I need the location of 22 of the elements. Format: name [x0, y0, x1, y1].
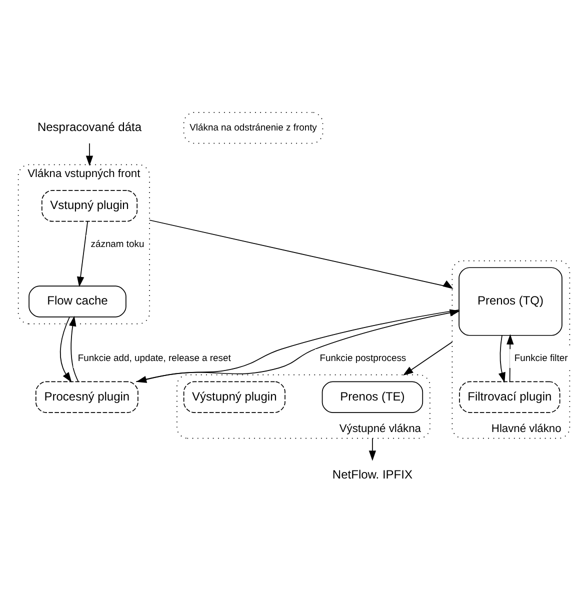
arrow	[402, 342, 453, 376]
node-box: Filtrovací plugin	[459, 381, 560, 413]
arrow	[498, 334, 506, 383]
arrow	[69, 316, 79, 382]
node-box: Flow cache	[28, 286, 126, 318]
edge-label: Funkcie add, update, release a reset	[78, 352, 231, 363]
node-box: Vstupný plugin	[41, 190, 138, 222]
node-box: Vlákna na odstránenie z fronty	[183, 112, 324, 144]
node-text: Nespracované dáta	[37, 120, 142, 134]
arrow	[368, 438, 376, 461]
arrow	[76, 221, 88, 288]
node-box: Procesný plugin	[35, 381, 138, 413]
node-text: NetFlow. IPFIX	[332, 467, 412, 482]
edge-label: Funkcie filter	[514, 352, 568, 363]
edge-label: Funkcie postprocess	[320, 352, 406, 363]
node-box: Výstupný plugin	[183, 381, 286, 413]
edge-label: záznam toku	[90, 238, 144, 249]
node-box: Prenos (TE)	[322, 381, 424, 413]
node-box: Prenos (TQ)	[458, 267, 562, 336]
arrow	[60, 316, 72, 382]
arrow	[149, 220, 454, 290]
arrow	[86, 143, 94, 166]
